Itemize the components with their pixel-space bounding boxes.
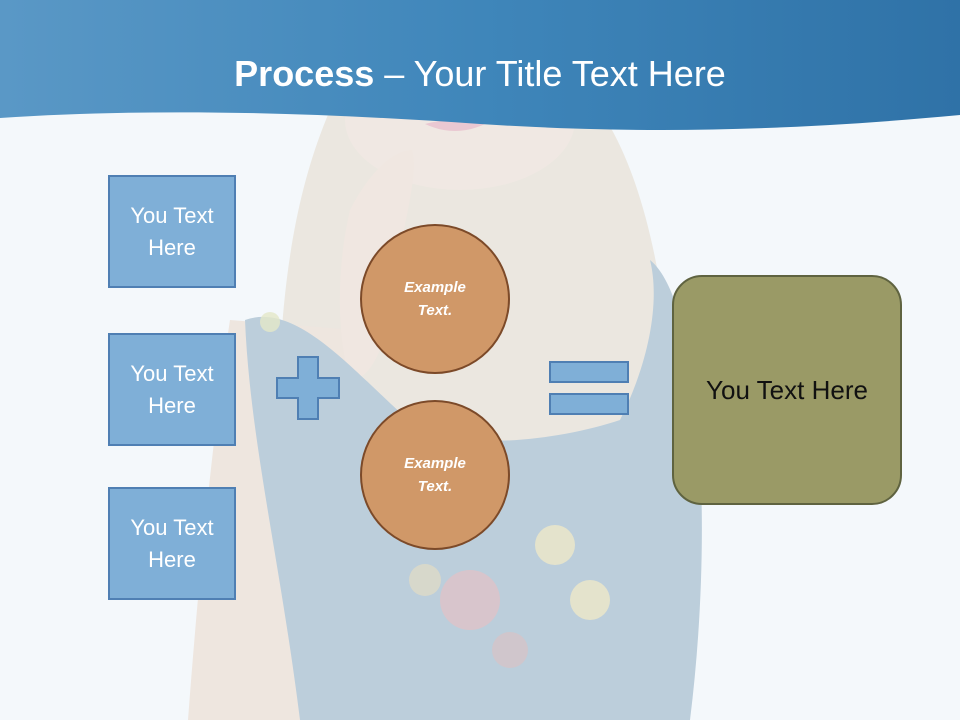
input-box-1: You Text Here <box>108 175 236 288</box>
result-label: You Text Here <box>706 374 868 405</box>
equals-sign-icon <box>549 361 629 415</box>
title-bold-part: Process <box>234 53 375 94</box>
title-rest-part: – Your Title Text Here <box>374 53 726 94</box>
input-box-label: You Text Here <box>130 360 214 418</box>
circle-label: Example Text. <box>404 455 466 495</box>
input-box-label: You Text Here <box>130 202 214 260</box>
result-box: You Text Here <box>672 275 902 505</box>
input-box-3: You Text Here <box>108 487 236 600</box>
circle-label: Example Text. <box>404 279 466 319</box>
header-band <box>0 0 960 130</box>
slide-title: Process – Your Title Text Here <box>0 52 960 96</box>
example-circle-1: Example Text. <box>360 224 510 374</box>
input-box-label: You Text Here <box>130 514 214 572</box>
example-circle-2: Example Text. <box>360 400 510 550</box>
plus-sign-icon <box>276 356 340 420</box>
input-box-2: You Text Here <box>108 333 236 446</box>
